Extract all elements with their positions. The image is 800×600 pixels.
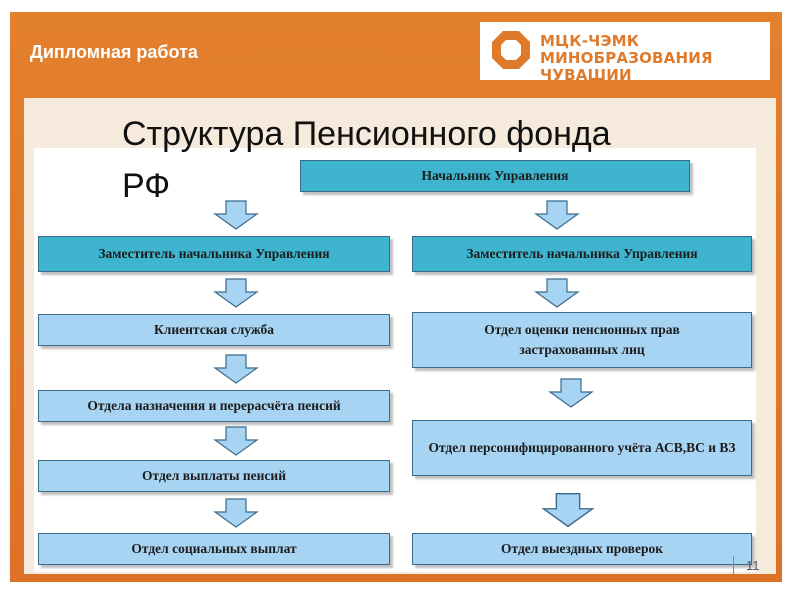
arrow-down-icon xyxy=(213,426,259,456)
logo-text: МЦК-ЧЭМК МИНОБРАЗОВАНИЯ ЧУВАШИИ xyxy=(540,33,770,84)
right-box-audit-dept: Отдел выездных проверок xyxy=(412,533,752,565)
logo-line-2: МИНОБРАЗОВАНИЯ ЧУВАШИИ xyxy=(540,49,713,84)
left-box-social-dept: Отдел социальных выплат xyxy=(38,533,390,565)
arrow-down-icon xyxy=(213,498,259,528)
arrow-down-icon xyxy=(213,200,259,230)
left-box-payments-dept-label: Отдел выплаты пенсий xyxy=(142,468,286,483)
logo-line-1: МЦК-ЧЭМК xyxy=(540,32,640,50)
slide-title: Структура Пенсионного фонда РФ xyxy=(122,108,622,212)
left-box-deputy-label: Заместитель начальника Управления xyxy=(98,246,330,261)
slide-title-text: Структура Пенсионного фонда РФ xyxy=(122,115,611,205)
left-box-assignment-dept-label: Отдела назначения и перерасчёта пенсий xyxy=(87,398,341,413)
right-box-rights-dept-label: Отдел оценки пенсионных прав застрахован… xyxy=(484,322,680,357)
logo-mark-icon xyxy=(492,31,530,69)
arrow-down-icon xyxy=(213,278,259,308)
left-box-assignment-dept: Отдела назначения и перерасчёта пенсий xyxy=(38,390,390,422)
right-box-deputy: Заместитель начальника Управления xyxy=(412,236,752,272)
page-number: 11 xyxy=(746,558,760,573)
arrow-down-icon xyxy=(548,378,594,408)
left-box-social-dept-label: Отдел социальных выплат xyxy=(131,541,297,556)
arrow-down-icon xyxy=(534,200,580,230)
logo: МЦК-ЧЭМК МИНОБРАЗОВАНИЯ ЧУВАШИИ xyxy=(480,22,770,84)
top-box: Начальник Управления xyxy=(300,160,690,192)
right-box-audit-dept-label: Отдел выездных проверок xyxy=(500,541,664,556)
right-box-accounting-dept: Отдел персонифицированного учёта АСВ,ВС … xyxy=(412,420,752,476)
right-box-rights-dept: Отдел оценки пенсионных прав застрахован… xyxy=(412,312,752,368)
arrow-down-icon xyxy=(541,492,595,528)
top-box-label: Начальник Управления xyxy=(421,168,569,183)
left-box-deputy: Заместитель начальника Управления xyxy=(38,236,390,272)
right-box-accounting-dept-label: Отдел персонифицированного учёта АСВ,ВС … xyxy=(428,440,736,455)
arrow-down-icon xyxy=(534,278,580,308)
arrow-down-icon xyxy=(213,354,259,384)
left-box-client-service: Клиентская служба xyxy=(38,314,390,346)
header-title: Дипломная работа xyxy=(30,42,198,62)
left-box-client-service-label: Клиентская служба xyxy=(154,322,274,337)
page-divider xyxy=(733,556,734,574)
left-box-payments-dept: Отдел выплаты пенсий xyxy=(38,460,390,492)
right-box-deputy-label: Заместитель начальника Управления xyxy=(466,246,698,261)
